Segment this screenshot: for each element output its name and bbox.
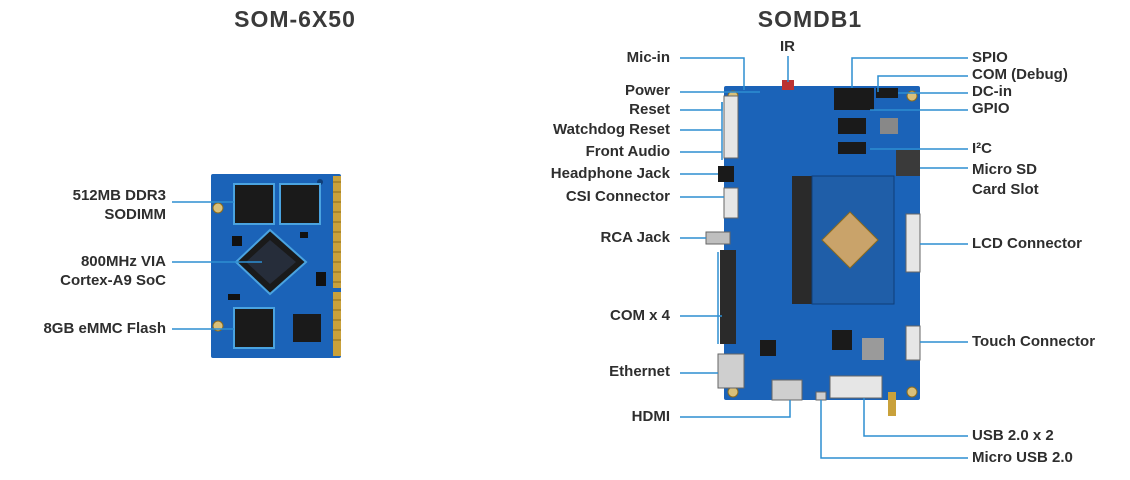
label-watchdog-reset: Watchdog Reset [553, 121, 670, 138]
label-i2c: I²C [972, 140, 992, 157]
somdb1-board [705, 80, 921, 416]
label-csi-connector: CSI Connector [565, 188, 670, 205]
label-8gb-emmc-flash: 8GB eMMC Flash [43, 320, 166, 337]
label-headphone-jack: Headphone Jack [550, 165, 670, 182]
label-dc-in: DC-in [972, 83, 1012, 100]
som-module-board [211, 174, 341, 358]
label-power: Power [624, 82, 670, 99]
label-touch-connector: Touch Connector [972, 333, 1096, 350]
label-usb20-x2: USB 2.0 x 2 [972, 427, 1054, 444]
label-gpio: GPIO [972, 100, 1010, 117]
label-512mb-ddr3: 512MB DDR3 [72, 187, 166, 204]
label-reset: Reset [629, 101, 670, 118]
label-lcd-connector: LCD Connector [972, 235, 1082, 252]
label-mic-in: Mic-in [626, 49, 670, 66]
label-800mhz-via: 800MHz VIA [80, 253, 166, 270]
label-ir: IR [780, 38, 795, 55]
label-front-audio: Front Audio [585, 143, 670, 160]
label-cortex-a9-soc: Cortex-A9 SoC [60, 272, 166, 289]
label-com-x4: COM x 4 [609, 307, 670, 324]
label-micro-sd: Micro SD [972, 161, 1038, 178]
somdb1-title: SOMDB1 [757, 6, 863, 32]
label-sodimm: SODIMM [104, 206, 166, 223]
label-card-slot: Card Slot [972, 181, 1039, 198]
label-hdmi: HDMI [631, 408, 670, 425]
som-title: SOM-6X50 [234, 6, 356, 32]
label-micro-usb20: Micro USB 2.0 [972, 449, 1073, 466]
label-rca-jack: RCA Jack [600, 229, 670, 246]
label-spio: SPIO [972, 49, 1008, 66]
label-ethernet: Ethernet [609, 363, 670, 380]
label-com-debug: COM (Debug) [972, 66, 1068, 83]
